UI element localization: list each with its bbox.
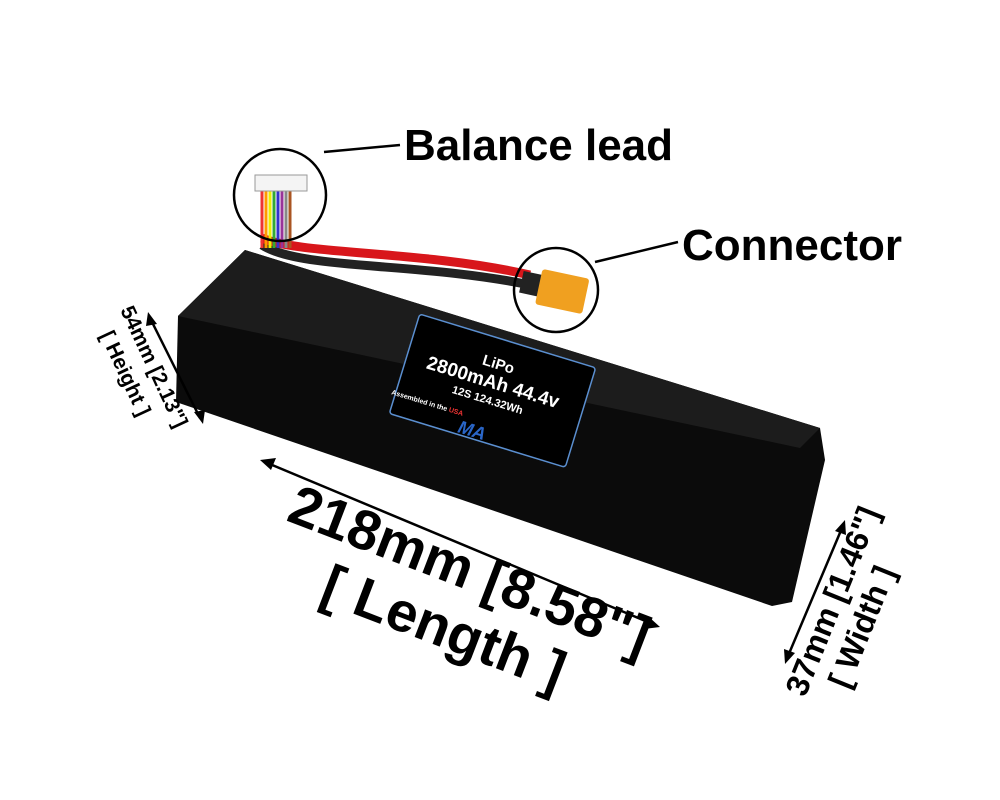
battery-label: LiPo 2800mAh 44.4v 12S 124.32Wh Assemble…: [389, 314, 596, 468]
red-wire: [260, 233, 531, 280]
balance-lead-leader-line: [323, 143, 401, 154]
connector-callout-circle: [512, 246, 600, 334]
connector-label: Connector: [682, 221, 902, 270]
black-wire: [259, 241, 531, 290]
connector-leader-line: [594, 240, 679, 264]
balance-wires: [260, 190, 292, 248]
balance-lead-label: Balance lead: [404, 121, 673, 170]
balance-plug: [254, 174, 308, 192]
xt-connector: [519, 269, 589, 314]
balance-lead-callout-circle: [232, 147, 328, 243]
